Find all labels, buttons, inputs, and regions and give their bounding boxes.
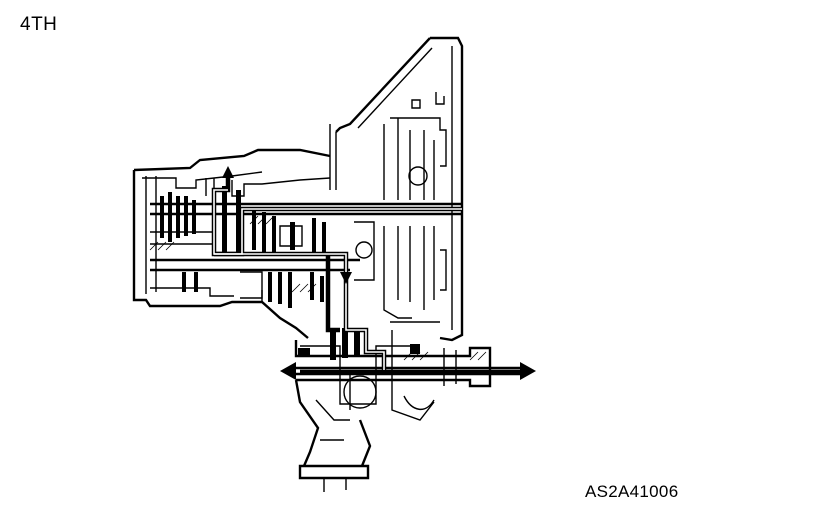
gear-label: 4TH bbox=[20, 14, 58, 35]
main-shaft bbox=[150, 202, 462, 272]
mount-bracket bbox=[294, 379, 372, 492]
hatching-details bbox=[149, 215, 487, 361]
reference-code: AS2A41006 bbox=[585, 482, 679, 501]
clutch-housing bbox=[335, 36, 464, 342]
gear-sets bbox=[160, 178, 375, 308]
power-flow-path bbox=[211, 166, 520, 375]
transmission-case bbox=[132, 124, 337, 339]
